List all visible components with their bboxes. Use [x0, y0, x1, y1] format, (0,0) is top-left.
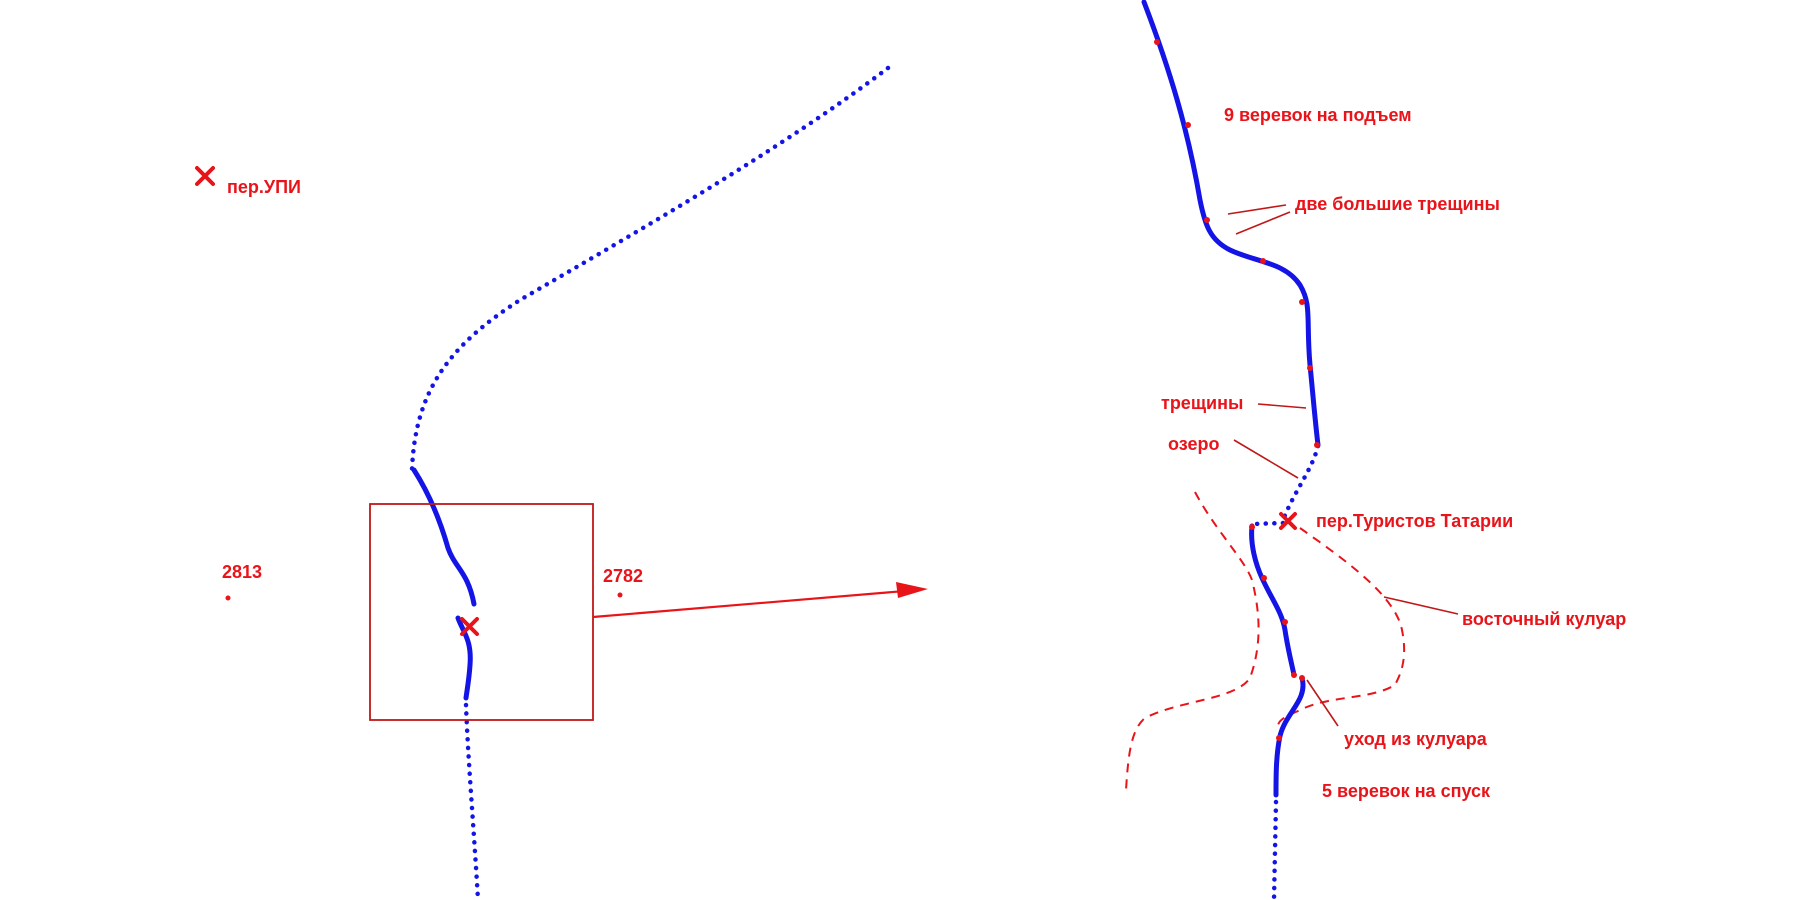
overview-route-approach: [409, 65, 891, 473]
leader-lines: [1227, 204, 1459, 727]
rope-stations: [1154, 39, 1320, 741]
label-lake: озеро: [1168, 434, 1219, 454]
dot-icon: [1314, 442, 1320, 448]
dot-icon: [1185, 122, 1191, 128]
dot-icon: [617, 592, 623, 598]
detail-route-descent-couloir: [1249, 523, 1297, 678]
dot-icon: [1291, 672, 1297, 678]
cross-mark-icon: [195, 166, 215, 186]
east-couloir-outline: [1125, 491, 1260, 791]
detail-route-to-pass: [1280, 443, 1321, 523]
dot-icon: [1204, 217, 1210, 223]
detail-route-ascent: [1141, 0, 1321, 448]
cross-mark-icon: [460, 617, 479, 636]
overview-route-descent: [455, 615, 473, 701]
label-pass-tatarii: пер.Туристов Татарии: [1316, 511, 1513, 531]
overview-route-ascent: [411, 467, 477, 607]
detail-route-pass-traverse: [1249, 520, 1286, 527]
detail-route-exit: [1271, 799, 1279, 900]
east-couloir-outline-left: [1277, 527, 1406, 726]
dot-icon: [1154, 39, 1160, 45]
dot-icon: [1299, 675, 1305, 681]
label-ropes-up: 9 веревок на подъем: [1224, 105, 1412, 125]
arrow-right-icon: [592, 582, 928, 619]
dot-icon: [1276, 735, 1282, 741]
label-crevasses: трещины: [1161, 393, 1243, 413]
height-2813-label: 2813: [222, 562, 262, 582]
pass-upi-label: пер.УПИ: [227, 177, 301, 197]
dot-icon: [1261, 575, 1267, 581]
overview-map: пер.УПИ 2813 2782: [195, 65, 928, 900]
height-2782-label: 2782: [603, 566, 643, 586]
label-east-couloir: восточный кулуар: [1462, 609, 1626, 629]
dot-icon: [1299, 299, 1305, 305]
label-couloir-exit: уход из кулуара: [1344, 729, 1488, 749]
zoom-area-box: [369, 503, 594, 721]
dot-icon: [1282, 619, 1288, 625]
cross-mark-icon: [1279, 512, 1297, 530]
overview-route-exit: [463, 702, 481, 900]
detail-map: 9 веревок на подъем две большие трещины …: [1125, 0, 1626, 900]
dot-icon: [1260, 258, 1266, 264]
label-ropes-down: 5 веревок на спуск: [1322, 781, 1491, 801]
dot-icon: [1307, 365, 1313, 371]
dot-icon: [1249, 524, 1255, 530]
label-two-crevasses: две большие трещины: [1295, 194, 1500, 214]
dot-icon: [225, 595, 231, 601]
